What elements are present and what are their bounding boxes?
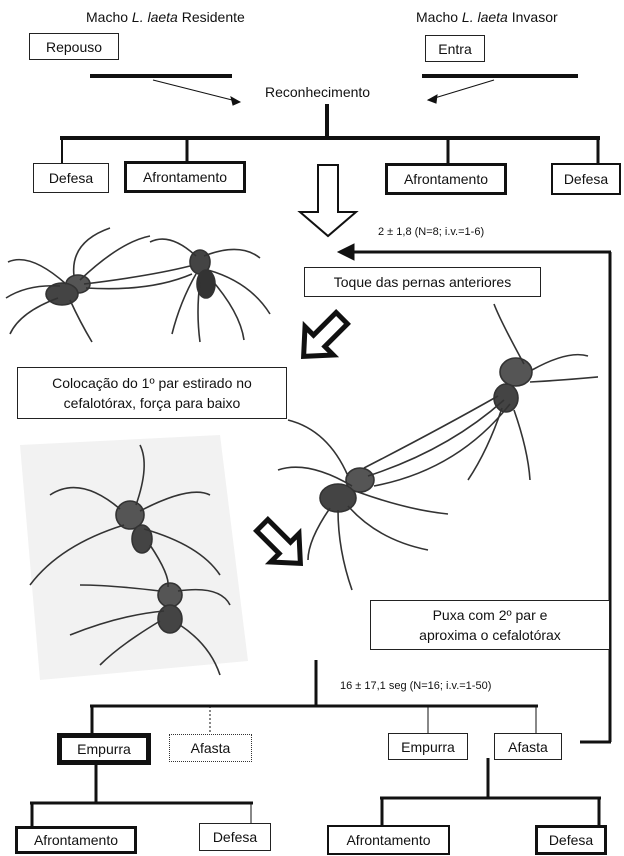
puxa-box: Puxa com 2º par e aproxima o cefalotórax: [370, 600, 610, 650]
spiders-touch-illustration: [0, 222, 290, 347]
intruder-header: Macho L. laeta Invasor: [416, 9, 558, 25]
afrontamento-left-box: Afrontamento: [124, 161, 246, 193]
colocacao-line2: cefalotórax, força para baixo: [64, 393, 241, 413]
afrontamento-right-box: Afrontamento: [385, 163, 507, 195]
defesa-left-box: Defesa: [33, 163, 109, 193]
puxa-line2: aproxima o cefalotórax: [419, 625, 561, 645]
empurra-left-box: Empurra: [57, 733, 151, 765]
colocacao-line1: Colocação do 1º par estirado no: [52, 373, 252, 393]
afasta-right-box: Afasta: [494, 733, 562, 760]
empurra-right-box: Empurra: [388, 733, 468, 760]
reconhecimento-label: Reconhecimento: [265, 84, 370, 100]
spiders-pull-illustration: [268, 300, 598, 600]
afrontamento-bottom-left-box: Afrontamento: [15, 826, 137, 854]
repouso-box: Repouso: [29, 33, 119, 60]
puxa-line1: Puxa com 2º par e: [433, 605, 548, 625]
resident-header: Macho L. laeta Residente: [86, 9, 245, 25]
entra-box: Entra: [425, 35, 485, 62]
toque-stats: 2 ± 1,8 (N=8; i.v.=1-6): [378, 226, 484, 238]
spiders-stacked-illustration: [0, 435, 250, 680]
hollow-down-arrow-icon: [300, 165, 356, 236]
puxa-stats: 16 ± 17,1 seg (N=16; i.v.=1-50): [340, 680, 491, 692]
afrontamento-bottom-right-box: Afrontamento: [327, 825, 450, 855]
defesa-right-box: Defesa: [551, 163, 621, 195]
afasta-left-box: Afasta: [169, 734, 252, 762]
toque-box: Toque das pernas anteriores: [304, 267, 541, 297]
colocacao-box: Colocação do 1º par estirado no cefalotó…: [17, 367, 287, 419]
defesa-bottom-left-box: Defesa: [199, 823, 271, 851]
defesa-bottom-right-box: Defesa: [535, 825, 607, 855]
